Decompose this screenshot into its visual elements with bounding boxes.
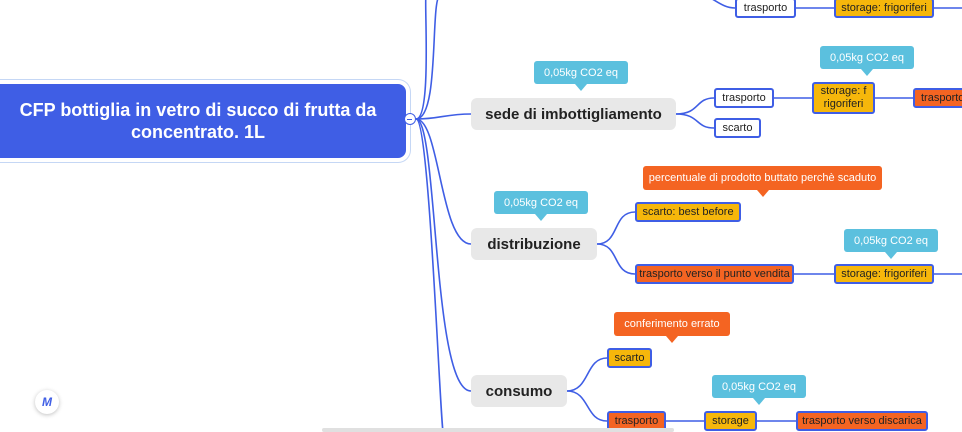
distribuzione-node[interactable]: distribuzione	[471, 228, 597, 260]
sede-storage-co2-callout[interactable]: 0,05kg CO2 eq	[820, 46, 914, 76]
sede-trasporto-node[interactable]: trasporto	[714, 88, 774, 108]
distribuzione-scarto-note[interactable]: percentuale di prodotto buttato perchè s…	[643, 166, 882, 197]
distribuzione-co2-callout[interactable]: 0,05kg CO2 eq	[494, 191, 588, 221]
sede-storage-node[interactable]: storage: f rigoriferi	[812, 82, 875, 114]
distribuzione-storage-node[interactable]: storage: frigoriferi	[834, 264, 934, 284]
top-trasporto-node[interactable]: trasporto	[735, 0, 796, 18]
sede-scarto-node[interactable]: scarto	[714, 118, 761, 138]
sede-trasporto2-node[interactable]: trasporto	[913, 88, 962, 108]
consumo-storage-co2-callout[interactable]: 0,05kg CO2 eq	[712, 375, 806, 405]
consumo-node[interactable]: consumo	[471, 375, 567, 407]
consumo-scarto-note[interactable]: conferimento errato	[614, 312, 730, 343]
distribuzione-scarto-node[interactable]: scarto: best before	[635, 202, 741, 222]
distribuzione-trasporto-node[interactable]: trasporto verso il punto vendita	[635, 264, 794, 284]
top-storage-node[interactable]: storage: frigoriferi	[834, 0, 934, 18]
consumo-scarto-node[interactable]: scarto	[607, 348, 652, 368]
distribuzione-storage-co2-callout[interactable]: 0,05kg CO2 eq	[844, 229, 938, 259]
minus-circle-icon[interactable]	[404, 113, 416, 125]
root-topic[interactable]: CFP bottiglia in vetro di succo di frutt…	[0, 84, 406, 158]
sede-co2-callout[interactable]: 0,05kg CO2 eq	[534, 61, 628, 91]
app-logo-icon[interactable]: M	[35, 390, 59, 414]
consumo-discarica-node[interactable]: trasporto verso discarica	[796, 411, 928, 431]
consumo-storage-node[interactable]: storage	[704, 411, 757, 431]
sede-imbottigliamento-node[interactable]: sede di imbottigliamento	[471, 98, 676, 130]
horizontal-scrollbar[interactable]	[322, 428, 674, 432]
